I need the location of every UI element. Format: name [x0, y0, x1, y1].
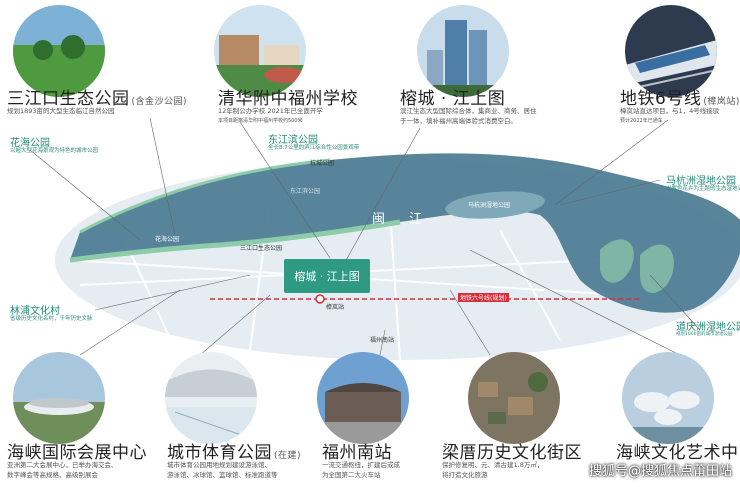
- map-label-huahai: 花海公园: [155, 236, 180, 243]
- top-title-3: 地铁6号线(樟岚站): [620, 89, 740, 109]
- map-label-metro6: 地铁六号线(规划): [458, 293, 509, 302]
- side-label-huahai: 花海公园: [10, 138, 50, 149]
- top-title-1: 清华附中福州学校: [218, 89, 358, 109]
- bottom-desc-2: 一流交通枢纽，扩建后或成为全国第二大火车站: [322, 461, 400, 479]
- metro-train-photo: [625, 5, 717, 97]
- side-desc-dongjiangbin: 全长8.7公里的滨江综合性公园景观带: [268, 145, 360, 151]
- top-desc-0: 规划1893亩的大型生态临江自然公园: [7, 107, 115, 115]
- bottom-desc-0: 亚洲第二大会展中心，已举办海交会、数字峰会等高规格、高级别展会: [7, 461, 118, 479]
- map-label-zhanglan: 樟岚站: [326, 304, 345, 311]
- map-label-mahangzhou: 马杭洲湿地公园: [468, 202, 511, 209]
- bottom-title-1: 城市体育公园(在建): [167, 443, 302, 463]
- side-desc-linpu: 省级历史文化名村，千年历史文脉: [10, 316, 93, 322]
- sports-park-photo: [165, 352, 257, 444]
- towers-photo: [417, 5, 509, 97]
- liangcuo-street-photo: [468, 352, 560, 444]
- bottom-title-4: 海峡文化艺术中: [616, 443, 739, 463]
- side-desc-daoqing: 规划1000亩的城市湿地公园: [676, 332, 733, 337]
- side-label-linpu: 林浦文化村: [10, 306, 60, 317]
- side-label-mahangzhou: 马杭洲湿地公园: [666, 176, 736, 187]
- side-label-daoqing: 道庆洲湿地公园: [676, 322, 740, 333]
- side-desc-mahangzhou: 以紫色花卉为主题的生态湿地公园: [666, 186, 740, 192]
- expo-center-photo: [13, 352, 105, 444]
- park-photo: [13, 5, 105, 97]
- top-desc-1: 12年制公办学校 2021年已全面开学本项目距离清华附中福州学校约500米: [218, 107, 323, 124]
- map-label-fuzhou-south: 福州南站: [370, 337, 395, 344]
- map-label-hangcheng: 杭城公园: [310, 160, 335, 167]
- river-label: 闽 江: [372, 212, 433, 227]
- top-desc-2: 滨江生态大型国际综合体，集商业、商务、居住于一体，填补福州高端体验式消费空白。: [400, 107, 537, 125]
- bottom-title-2: 福州南站: [322, 443, 392, 463]
- map-label-sanjiangkou: 三江口生态公园: [240, 245, 283, 252]
- top-desc-3: 樟岚站直达项目，与1，4号线接驳预计2022年已通车: [620, 107, 720, 124]
- min-river: [70, 153, 740, 313]
- side-desc-huahai: 以超大型花海景观为特色的城市公园: [10, 148, 99, 154]
- project-center-box[interactable]: 榕城 · 江上图: [284, 259, 370, 293]
- bottom-desc-3: 保护修复明、元、清古建1.8万㎡，将打造文化旅游: [442, 461, 544, 479]
- top-title-2: 榕城 · 江上图: [400, 89, 506, 109]
- bottom-desc-1: 城市体育公园用地规划建设游泳馆、游泳馆、冰球馆、篮球馆、标准跑道等: [167, 461, 278, 479]
- top-title-0: 三江口生态公园(含金沙公园): [7, 89, 188, 109]
- school-photo: [214, 5, 306, 97]
- map-label-dongjiangbin: 东江滨公园: [290, 188, 321, 195]
- art-center-photo: [622, 352, 714, 444]
- bottom-title-3: 梁厝历史文化街区: [442, 443, 582, 463]
- fuzhou-south-station-photo: [317, 352, 409, 444]
- watermark: 搜狐号@搜狐焦点莆田站: [588, 464, 732, 479]
- side-label-dongjiangbin: 东江滨公园: [268, 135, 318, 146]
- bottom-title-0: 海峡国际会展中心: [7, 443, 147, 463]
